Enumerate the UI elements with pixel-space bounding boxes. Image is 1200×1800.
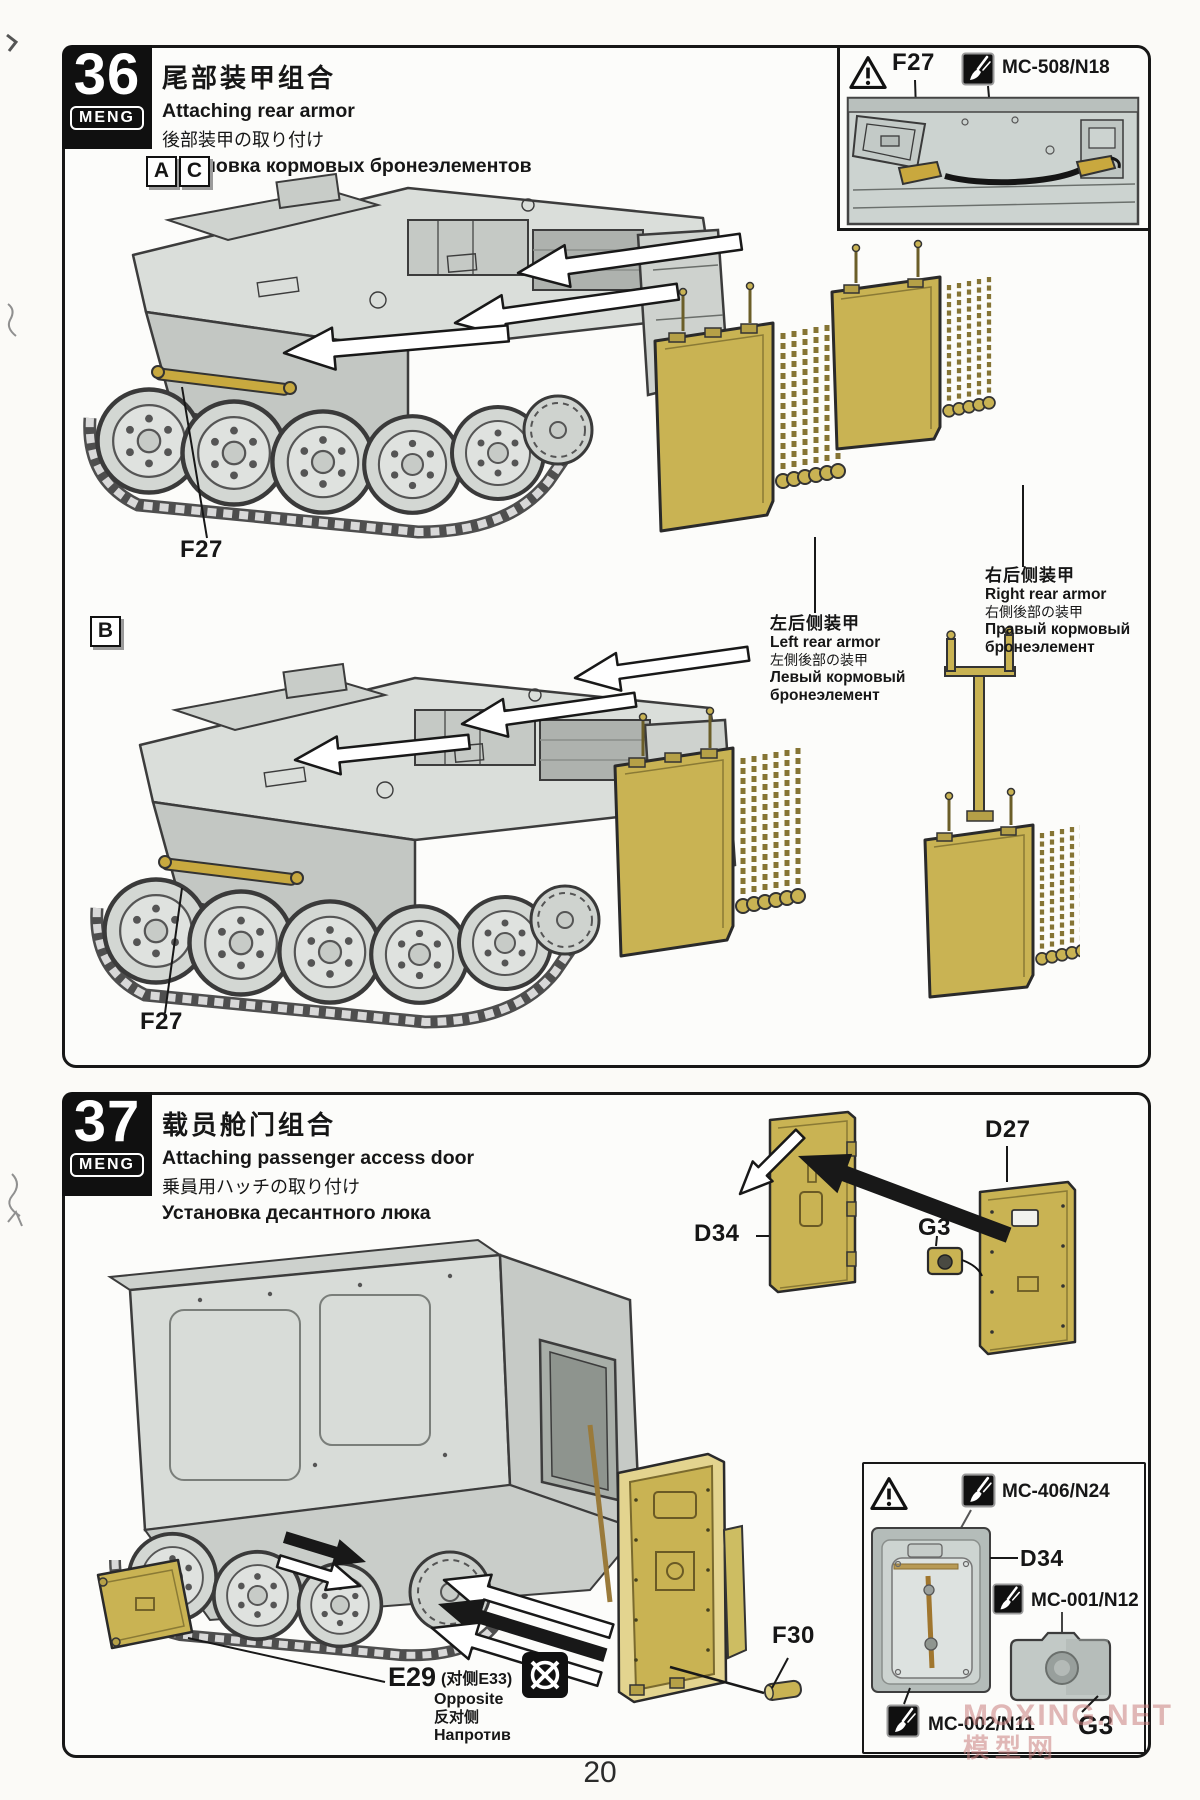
part-label-f27-ac: F27	[180, 536, 223, 563]
e29-opposite-note: (对侧E33)	[441, 1671, 513, 1689]
right-armor-en: Right rear armor	[985, 586, 1107, 604]
step36-inset-box	[837, 47, 1148, 231]
left-armor-ru2: бронеэлемент	[770, 687, 880, 705]
d34-door-detail-image	[871, 1527, 991, 1693]
left-armor-zh: 左后侧装甲	[770, 614, 860, 633]
door-subassembly-illustration	[728, 1110, 1077, 1356]
left-armor-en: Left rear armor	[770, 634, 881, 652]
g3-part	[926, 1246, 964, 1276]
paint-brush-icon-top	[961, 1473, 996, 1508]
section-label-a: A	[146, 156, 177, 187]
tank-illustration-37	[96, 1238, 802, 1704]
right-armor-ja: 右側後部の装甲	[985, 604, 1083, 621]
left-armor-label: 左后侧装甲 Left rear armor 左側後部の装甲 Левый корм…	[770, 614, 940, 705]
step36-title-ru: Установка кормовых бронеэлементов	[162, 155, 532, 177]
rear-door-assembled-part	[616, 1452, 748, 1704]
e29-opposite-ru: Напротив	[434, 1726, 511, 1744]
inset-part-label: F27	[892, 49, 935, 76]
page-number: 20	[583, 1756, 617, 1789]
scan-mark-3	[6, 33, 19, 52]
step37-detail-box	[862, 1462, 1146, 1754]
e29-opposite-zh: 反对侧	[434, 1709, 480, 1727]
paint-label-mc001: MC-001/N12	[1031, 1590, 1139, 1611]
tow-bar-rod	[587, 1424, 613, 1603]
step37-header: 37 MENG	[62, 1089, 152, 1196]
detail-label-g3: G3	[1078, 1710, 1114, 1740]
step37-number: 37	[73, 1089, 141, 1154]
part-label-f30: F30	[772, 1622, 815, 1649]
section-label-b: B	[90, 616, 121, 647]
detail-illustrations	[871, 1509, 1112, 1713]
step36-title-zh: 尾部装甲组合	[162, 63, 337, 93]
g3-d27-connector-line	[961, 1259, 983, 1277]
paint-brush-icon	[961, 52, 995, 86]
left-armor-ja: 左側後部の装甲	[770, 652, 868, 669]
part-label-d27: D27	[985, 1116, 1031, 1143]
paint-brush-icon-mid	[992, 1583, 1024, 1615]
right-armor-label: 右后侧装甲 Right rear armor 右側後部の装甲 Правый ко…	[985, 566, 1155, 657]
step36-title-en: Attaching rear armor	[162, 100, 355, 122]
step36-header: 36 MENG	[62, 42, 152, 149]
detail-label-d34: D34	[1020, 1545, 1064, 1571]
step37-title-ru: Установка десантного люка	[162, 1202, 431, 1224]
e29-door-part	[96, 1558, 194, 1650]
tank-illustration-36b	[70, 626, 1080, 1060]
right-armor-ru1: Правый кормовый	[985, 620, 1131, 638]
tank-illustration-36ac	[70, 155, 1024, 613]
scan-mark-2	[7, 1173, 23, 1227]
g3-detail-image	[1009, 1631, 1112, 1702]
right-armor-zh: 右后侧装甲	[985, 566, 1075, 585]
step37-title-zh: 载员舱门组合	[162, 1110, 337, 1140]
paint-brush-icon-bottom	[886, 1704, 920, 1738]
section-label-c: C	[179, 156, 210, 187]
inset-rear-hull-illustration	[846, 79, 1140, 226]
meng-logo-37: MENG	[70, 1153, 144, 1178]
inset-paint-label: MC-508/N18	[1002, 57, 1110, 78]
no-cement-icon	[522, 1652, 568, 1698]
paint-label-mc002: MC-002/N11	[928, 1714, 1035, 1735]
d27-door-part	[978, 1180, 1077, 1356]
right-rear-armor-part	[925, 626, 1080, 997]
scan-mark-1	[7, 303, 17, 337]
step36-number: 36	[73, 42, 141, 107]
step36-title: 尾部装甲组合 Attaching rear armor 後部装甲の取り付け Ус…	[162, 58, 532, 178]
step37-title: 载员舱门组合 Attaching passenger access door 乗…	[162, 1105, 474, 1225]
step36-title-ja: 後部装甲の取り付け	[162, 130, 324, 150]
warning-icon	[848, 55, 888, 91]
part-label-d34: D34	[694, 1220, 740, 1247]
step37-title-ja: 乗員用ハッチの取り付け	[162, 1177, 360, 1197]
step37-title-en: Attaching passenger access door	[162, 1147, 475, 1169]
e29-label-block: E29 (对侧E33) Opposite 反对侧 Напротив	[388, 1664, 512, 1745]
meng-logo: MENG	[70, 106, 144, 131]
part-label-f27-b: F27	[140, 1008, 183, 1035]
part-label-e29: E29	[388, 1662, 437, 1692]
paint-label-mc406: MC-406/N24	[1002, 1481, 1110, 1502]
warning-icon-37	[869, 1476, 909, 1512]
part-label-g3: G3	[918, 1214, 952, 1241]
left-armor-ru1: Левый кормовый	[770, 668, 906, 686]
e29-opposite-en: Opposite	[434, 1691, 504, 1708]
f30-part	[763, 1679, 802, 1701]
right-armor-ru2: бронеэлемент	[985, 639, 1095, 657]
